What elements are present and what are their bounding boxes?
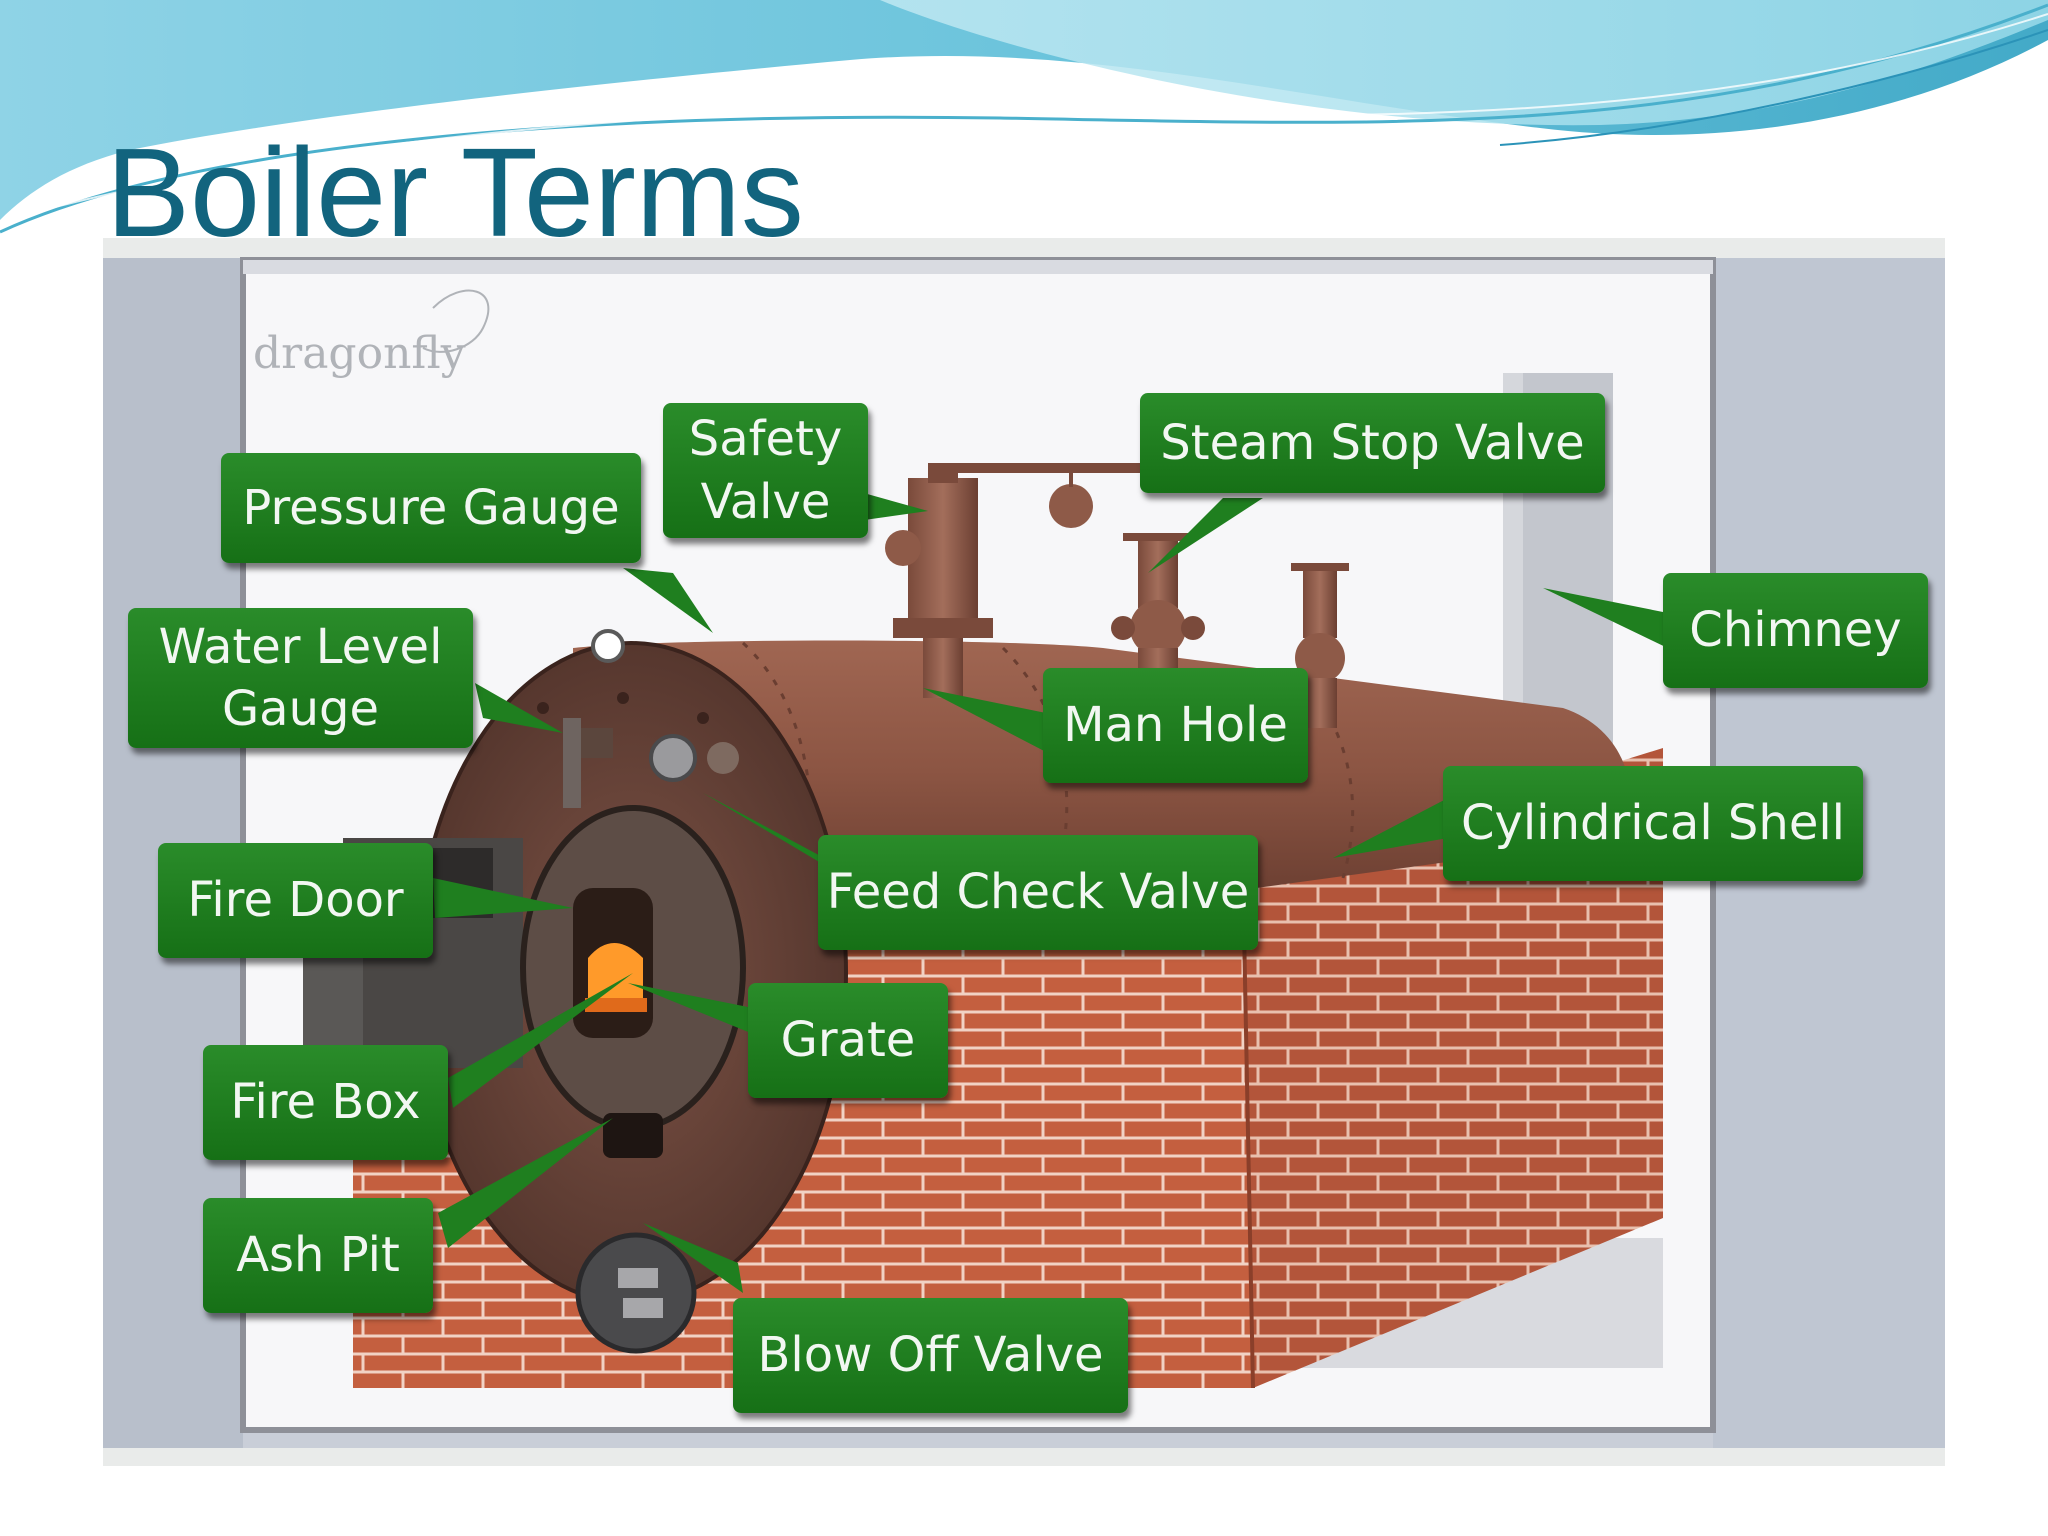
- brick-setting-side: [1243, 748, 1663, 1388]
- safety-valve-shape: [885, 463, 1153, 698]
- watermark-logo: dragonfly: [253, 328, 466, 379]
- label-ash-pit: Ash Pit: [203, 1198, 433, 1313]
- third-valve-shape: [1291, 563, 1349, 728]
- pressure-gauge-shape: [591, 629, 625, 663]
- boiler-diagram: dragonfly: [103, 238, 1945, 1466]
- pointer-fire-box: [448, 973, 633, 1108]
- label-blow-off-valve: Blow Off Valve: [733, 1298, 1128, 1413]
- pointer-chimney: [1543, 588, 1678, 653]
- blow-off-valve-shape: [575, 1232, 697, 1354]
- pointer-man-hole: [923, 688, 1048, 753]
- pointer-water-level: [475, 683, 563, 733]
- label-chimney: Chimney: [1663, 573, 1928, 688]
- label-safety-valve-line2: Valve: [700, 473, 831, 530]
- pointer-cylindrical-shell: [1333, 798, 1448, 858]
- label-steam-stop-valve: Steam Stop Valve: [1140, 393, 1605, 493]
- label-water-level-line2: Gauge: [221, 681, 380, 737]
- pointer-ash-pit: [438, 1118, 613, 1248]
- pointer-fire-door: [433, 878, 573, 918]
- label-water-level-line1: Water Level: [158, 618, 443, 675]
- label-safety-valve-line1: Safety: [688, 411, 843, 468]
- feed-check-valve-shape: [649, 734, 697, 782]
- label-pressure-gauge: Pressure Gauge: [221, 453, 641, 563]
- label-man-hole: Man Hole: [1043, 668, 1308, 783]
- label-cylindrical-shell: Cylindrical Shell: [1443, 766, 1863, 881]
- label-safety-valve: Safety Valve: [663, 403, 868, 538]
- label-water-level-gauge: Water Level Gauge: [128, 608, 473, 748]
- label-fire-box: Fire Box: [203, 1045, 448, 1160]
- label-grate: Grate: [748, 983, 948, 1098]
- water-level-gauge-shape: [563, 718, 581, 808]
- pointer-steam-stop: [1148, 498, 1263, 573]
- pointer-blow-off: [643, 1223, 743, 1293]
- pointer-grate: [628, 983, 763, 1038]
- label-fire-door: Fire Door: [158, 843, 433, 958]
- label-feed-check-valve: Feed Check Valve: [818, 835, 1258, 950]
- pointer-pressure-gauge: [623, 568, 713, 633]
